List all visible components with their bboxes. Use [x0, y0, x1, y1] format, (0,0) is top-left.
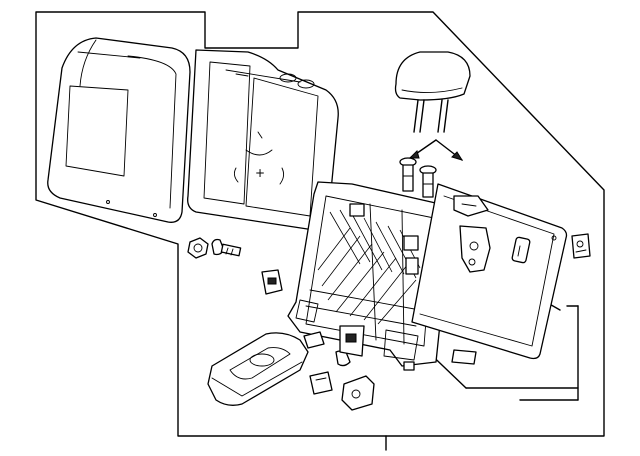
lower-clips [303, 325, 477, 411]
armrest [207, 332, 309, 406]
latch [459, 225, 491, 273]
diagram-border [35, 11, 605, 437]
bolt [211, 238, 242, 257]
headrest-guides [399, 157, 437, 198]
svg-text:+: + [255, 166, 265, 180]
seat-cushion-left [47, 37, 191, 223]
seat-back-panel [411, 183, 568, 360]
nut [187, 237, 209, 259]
left-clip [261, 269, 283, 295]
seat-back-frame [287, 181, 451, 367]
headrest [394, 51, 471, 133]
right-bracket [571, 233, 591, 259]
